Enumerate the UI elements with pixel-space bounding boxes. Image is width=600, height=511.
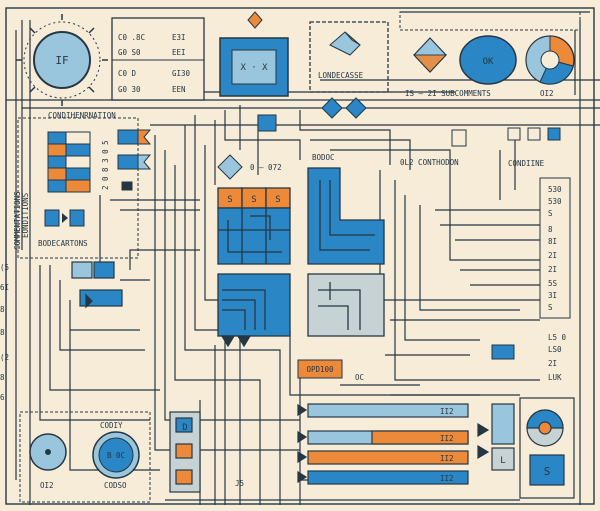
top-box-text-4: EEI [172,48,186,57]
right-mid-1: L5 0 [548,333,567,342]
bar-1-label: II2 [440,407,454,416]
dashed-frames [17,11,581,503]
gray-block [307,273,385,337]
top-code-box: C0 .8C E3I G0 S0 EEI C0 D GI30 G0 30 EEN [111,17,205,101]
lower-block [217,273,291,348]
left-code-5: (2 [0,353,9,362]
right-code-4: 8 [548,225,553,234]
condition-labels: 0L2 CONTHODON CONDIINE [400,127,561,168]
left-codes: (5 6I 8 8 (2 8 6 [0,263,9,402]
oc-label: OC [355,373,364,382]
bodecartons-label: BODECARTONS [38,239,88,248]
londecase-label: LONDECASSE [318,71,364,80]
x-box: X · X [219,11,289,97]
right-code-6: 2I [548,251,557,260]
bar-2-label: II2 [440,434,454,443]
stacked-squares: J5 [169,411,244,493]
codso-label: CODSO [104,481,127,490]
pie-icon [525,35,575,85]
bottom-left-panel-frame [19,411,151,503]
top-right-group: OK IS — 2I SUBCOMMENTS OI2 [405,35,575,98]
left-code-7: 6 [0,393,5,402]
conditions-side-label: EONDITIONS [21,192,30,238]
if-dial: IF [23,21,101,99]
right-code-7: 2I [548,265,557,274]
ok-circle-label: OK [483,57,494,67]
left-blocks [71,261,123,309]
dial-code-label: OI2 [40,481,54,490]
conditions-side-label-2: COMMENTATIONS [13,191,22,250]
top-box-text-6: GI30 [172,69,191,78]
opd-box: OPD100 OC [297,359,364,382]
s-cell-3: S [275,195,280,205]
small-d-label: D [182,423,187,433]
right-code-strip: 530 530 S 8 8I 2I 2I 5S 3I S L5 0 LS0 2I… [491,177,571,382]
bottom-right-group: L D S [182,397,575,499]
s-grid: S S S [217,187,291,265]
bottom-code: J5 [235,479,244,488]
s-cell-2: S [251,195,256,205]
right-code-10: S [548,303,553,312]
cond-top-label: 0L2 CONTHODON [400,158,459,167]
top-box-text-5: C0 D [118,69,137,78]
node-label: BODOC [312,153,335,162]
bar-4-label: II2 [440,474,454,483]
top-box-text-8: EEN [172,85,186,94]
top-right-frame [399,11,581,31]
left-code-4: 8 [0,328,5,337]
subcomments-code: OI2 [540,89,554,98]
right-code-1: 530 [548,185,562,194]
boc-label: B 0C [107,451,125,460]
progress-bars: II2 II2 II2 II2 [297,403,490,485]
codiy-label: CODIY [100,421,123,430]
subcomments-label: IS — 2I SUBCOMMENTS [405,89,491,98]
conditions-title: CONDIHENRNATION [48,111,116,120]
combine-label: CONDIINE [508,159,545,168]
if-dial-ticks [16,14,108,106]
londecase-box: LONDECASSE [309,21,389,119]
top-box-text-1: C0 .8C [118,33,145,42]
ok-circle [459,35,517,85]
arrow-tags [117,129,152,191]
top-box-text-2: E3I [172,33,186,42]
left-code-3: 8 [0,305,5,314]
s-square-label: S [544,465,551,478]
conditions-panel: CONDIHENRNATION EONDITIONS COMMENTATIONS… [13,111,116,250]
right-code-5: 8I [548,237,557,246]
left-code-6: 8 [0,373,5,382]
right-code-8: 5S [548,279,558,288]
right-code-3: S [548,209,553,218]
right-mid-3: 2I [548,359,557,368]
top-box-text-3: G0 S0 [118,48,141,57]
center-node: 0 — 072 BODOC [217,114,335,180]
s-cell-1: S [227,195,232,205]
bottom-dials: OI2 CODIY B 0C CODSO [29,421,140,490]
conditions-panel-frame [17,117,139,259]
top-box-text-7: G0 30 [118,85,141,94]
right-mid-2: LS0 [548,345,562,354]
if-dial-label: IF [55,54,68,67]
right-code-2: 530 [548,197,562,206]
small-l-label: L [500,456,505,466]
node-range-label: 0 — 072 [250,163,282,172]
right-code-9: 3I [548,291,557,300]
opd-label: OPD100 [306,365,334,374]
bar-3-label: II2 [440,454,454,463]
left-code-1: (5 [0,263,9,272]
right-mid-4: LUK [548,373,562,382]
left-code-2: 6I [0,283,9,292]
l-block [307,167,385,265]
conditions-digits: 2 0 8 3 0 5 [101,140,110,190]
x-box-label: X · X [240,63,268,73]
